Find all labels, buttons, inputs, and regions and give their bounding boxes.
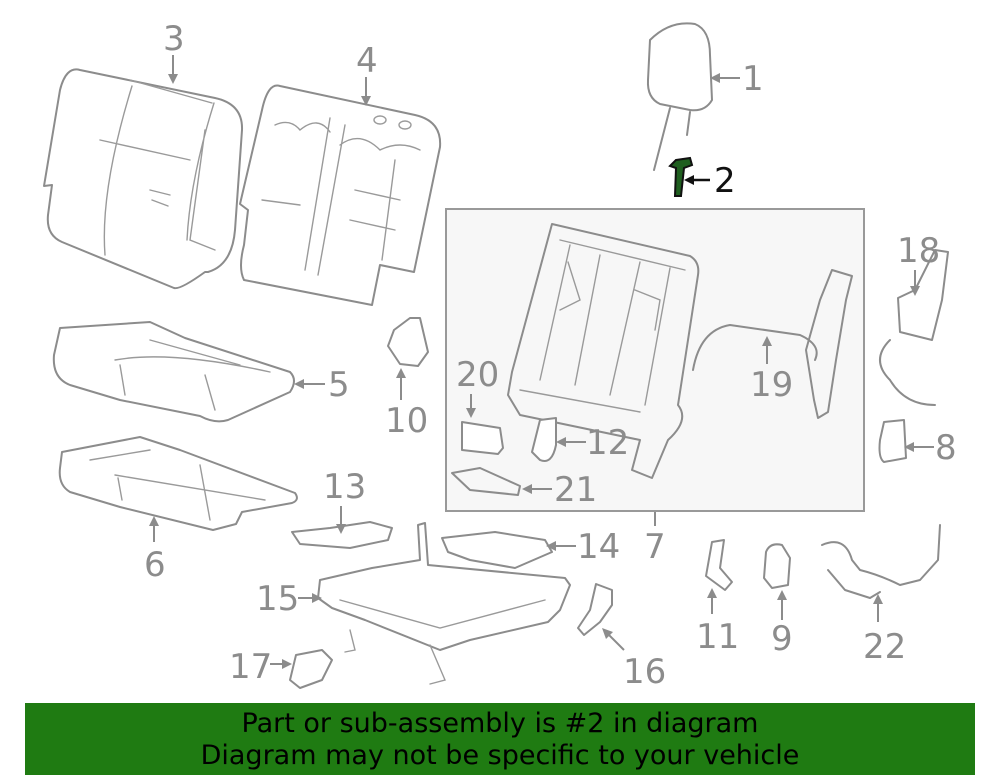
callout-19: 19: [750, 336, 793, 405]
seat-back-pad[interactable]: [239, 84, 442, 306]
svg-text:21: 21: [554, 470, 597, 510]
svg-text:5: 5: [328, 365, 350, 405]
release-cable[interactable]: [692, 269, 853, 419]
callout-2: 2: [684, 161, 736, 201]
svg-text:13: 13: [323, 467, 366, 507]
svg-text:8: 8: [935, 428, 957, 468]
hinge-cover[interactable]: [387, 317, 429, 367]
bracket-trim[interactable]: [705, 539, 733, 591]
svg-text:3: 3: [163, 19, 185, 59]
svg-text:1: 1: [742, 59, 764, 99]
callout-13: 13: [323, 467, 366, 534]
seat-back-frame-group-box: [445, 208, 865, 512]
latch-assembly[interactable]: [879, 249, 949, 406]
svg-text:11: 11: [696, 617, 739, 657]
callout-6: 6: [144, 516, 166, 585]
svg-text:15: 15: [256, 579, 299, 619]
svg-text:18: 18: [897, 231, 940, 271]
headrest-guide-highlighted[interactable]: [668, 156, 694, 197]
svg-text:6: 6: [144, 545, 166, 585]
callout-5: 5: [294, 365, 350, 405]
callout-1: 1: [710, 59, 764, 99]
foot-cover[interactable]: [289, 649, 333, 689]
callout-3: 3: [163, 19, 185, 84]
callout-11: 11: [696, 588, 739, 657]
sensor-module[interactable]: [461, 421, 504, 455]
callout-7: 7: [644, 512, 666, 567]
seat-frame[interactable]: [317, 522, 571, 685]
callout-18: 18: [897, 231, 940, 296]
seat-back-frame[interactable]: [507, 223, 700, 479]
callout-17: 17: [229, 647, 292, 687]
callout-10: 10: [385, 368, 428, 441]
track-right[interactable]: [441, 531, 553, 569]
svg-text:20: 20: [456, 355, 499, 395]
headrest[interactable]: [646, 22, 713, 171]
info-banner: Part or sub-assembly is #2 in diagram Di…: [25, 703, 975, 775]
svg-text:2: 2: [714, 161, 736, 201]
callout-8: 8: [904, 428, 957, 468]
callout-21: 21: [522, 470, 597, 510]
callout-16: 16: [602, 628, 666, 692]
seat-cushion-cover[interactable]: [52, 321, 295, 423]
banner-line-1: Part or sub-assembly is #2 in diagram: [241, 708, 759, 739]
svg-text:4: 4: [356, 41, 378, 81]
callout-4: 4: [356, 41, 378, 106]
wiring-harness[interactable]: [821, 524, 941, 599]
end-cap[interactable]: [763, 543, 791, 589]
side-trim[interactable]: [577, 583, 613, 636]
callout-15: 15: [256, 579, 322, 619]
svg-text:10: 10: [385, 401, 428, 441]
callout-12: 12: [556, 423, 629, 463]
svg-text:9: 9: [771, 619, 793, 659]
callout-20: 20: [456, 355, 499, 418]
callout-22: 22: [863, 594, 906, 667]
svg-text:12: 12: [586, 423, 629, 463]
cover-cap[interactable]: [878, 419, 907, 463]
banner-line-2: Diagram may not be specific to your vehi…: [200, 740, 800, 771]
trim-strip[interactable]: [451, 467, 521, 496]
svg-text:14: 14: [577, 527, 620, 567]
latch-bracket[interactable]: [531, 417, 557, 462]
callout-14: 14: [546, 527, 620, 567]
svg-text:19: 19: [750, 365, 793, 405]
svg-text:22: 22: [863, 627, 906, 667]
svg-text:17: 17: [229, 647, 272, 687]
svg-text:7: 7: [644, 527, 666, 567]
track-left[interactable]: [291, 521, 393, 549]
seat-cushion-pad[interactable]: [58, 436, 298, 531]
callout-9: 9: [771, 590, 793, 659]
svg-text:16: 16: [623, 652, 666, 692]
seat-back-cover[interactable]: [43, 68, 244, 290]
